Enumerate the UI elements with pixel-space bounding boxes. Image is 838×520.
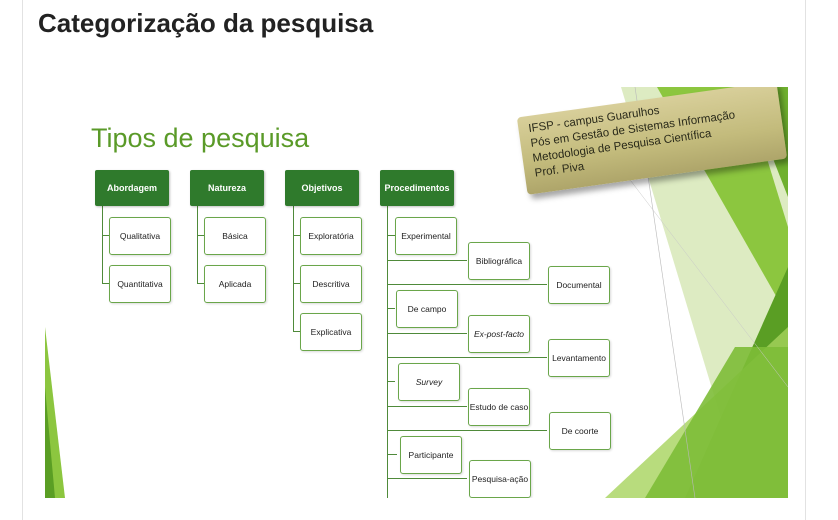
box-participante: Participante xyxy=(400,436,462,474)
header-objetivos: Objetivos xyxy=(285,170,359,206)
box-aplicada: Aplicada xyxy=(204,265,266,303)
connector xyxy=(387,381,395,383)
box-pesquisa-acao: Pesquisa-ação xyxy=(469,460,531,498)
connector xyxy=(387,357,547,359)
connector xyxy=(387,406,467,408)
connector xyxy=(293,206,295,331)
connector xyxy=(293,235,300,237)
connector xyxy=(197,206,199,283)
connector xyxy=(387,308,395,310)
connector xyxy=(102,283,109,285)
decor-stripe-5 xyxy=(645,347,788,498)
connector xyxy=(102,235,109,237)
box-ex-post-facto: Ex-post-facto xyxy=(468,315,530,353)
connector xyxy=(387,206,389,498)
box-descritiva: Descritiva xyxy=(300,265,362,303)
box-documental: Documental xyxy=(548,266,610,304)
connector xyxy=(293,331,300,333)
box-survey: Survey xyxy=(398,363,460,401)
box-estudo-de-caso: Estudo de caso xyxy=(468,388,530,426)
box-de-campo: De campo xyxy=(396,290,458,328)
connector xyxy=(102,206,104,283)
decor-line-2 xyxy=(604,146,788,388)
connector xyxy=(197,235,204,237)
connector xyxy=(387,454,397,456)
box-exploratoria: Exploratória xyxy=(300,217,362,255)
decor-stripe-7 xyxy=(45,387,55,498)
connector xyxy=(293,283,300,285)
box-levantamento: Levantamento xyxy=(548,339,610,377)
connector xyxy=(387,284,547,286)
page-title: Categorização da pesquisa xyxy=(38,8,374,38)
box-explicativa: Explicativa xyxy=(300,313,362,351)
connector xyxy=(197,283,204,285)
slide-title: Tipos de pesquisa xyxy=(91,123,310,153)
connector xyxy=(387,478,467,480)
header-abordagem: Abordagem xyxy=(95,170,169,206)
connector xyxy=(387,260,467,262)
box-bibliografica: Bibliográfica xyxy=(468,242,530,280)
box-qualitativa: Qualitativa xyxy=(109,217,171,255)
box-experimental: Experimental xyxy=(395,217,457,255)
connector xyxy=(387,430,547,432)
box-basica: Básica xyxy=(204,217,266,255)
connector xyxy=(387,235,395,237)
box-quantitativa: Quantitativa xyxy=(109,265,171,303)
slide-image: Tipos de pesquisa IFSP - campus Guarulho… xyxy=(45,87,788,498)
connector xyxy=(387,333,467,335)
box-de-coorte: De coorte xyxy=(549,412,611,450)
header-natureza: Natureza xyxy=(190,170,264,206)
header-procedimentos: Procedimentos xyxy=(380,170,454,206)
